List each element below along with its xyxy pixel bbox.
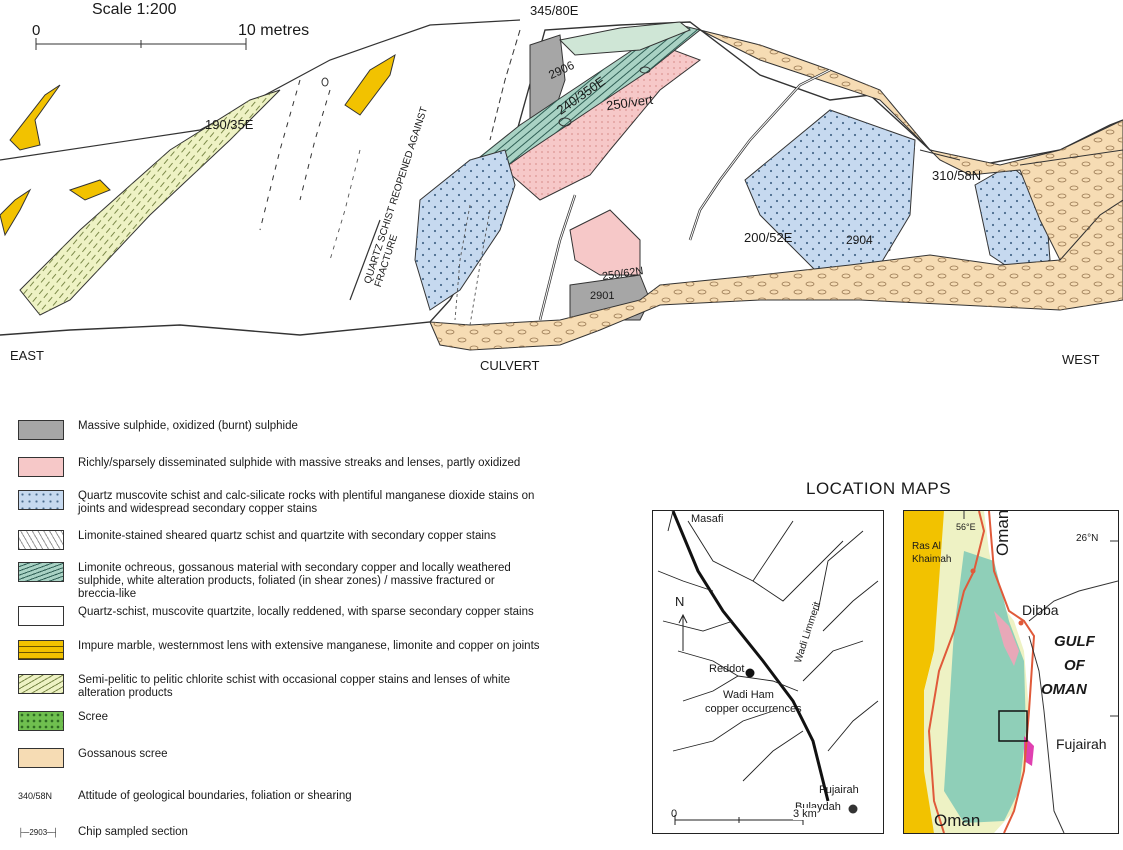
label-oman-top: Oman <box>993 510 1012 556</box>
attitude-190-35e: 190/35E <box>205 117 254 132</box>
scale-end: 10 metres <box>238 22 310 39</box>
place-khaimah: Khaimah <box>912 554 952 565</box>
gulf-label-1: GULF <box>1054 633 1095 650</box>
swatch-massive-sulphide <box>18 420 64 440</box>
legend-item-scree: Scree <box>18 711 108 735</box>
legend-item-attitude: 340/58N Attitude of geological boundarie… <box>18 790 352 802</box>
place-fujairah-regional: Fujairah <box>1056 736 1107 752</box>
legend-item-massive-sulphide: Massive sulphide, oxidized (burnt) sulph… <box>18 420 298 444</box>
drainage-network <box>657 510 879 825</box>
legend-item-gossanous-scree: Gossanous scree <box>18 748 168 772</box>
attitude-345-80e: 345/80E <box>530 3 579 18</box>
label-oman-bottom: Oman <box>934 811 981 830</box>
scale-start: 0 <box>32 22 41 39</box>
swatch-limonite-ochreous <box>18 562 64 582</box>
place-fujairah: Fujairah <box>819 784 859 796</box>
legend-item-impure-marble: Impure marble, westernmost lens with ext… <box>18 640 540 664</box>
place-dibba: Dibba <box>1022 602 1059 618</box>
legend-item-quartz-muscovite-schist: Quartz muscovite schist and calc-silicat… <box>18 490 548 515</box>
legend-item-quartz-schist: Quartz-schist, muscovite quartzite, loca… <box>18 606 534 630</box>
place-ras-al: Ras Al <box>912 541 941 552</box>
place-reddot: Reddot <box>709 663 745 675</box>
chip-sample-symbol: ├─2903─┤ <box>18 828 59 837</box>
sample-2901: 2901 <box>590 290 615 302</box>
wadi-ham-label: Wadi Ham <box>723 689 774 701</box>
place-masafi: Masafi <box>691 513 724 525</box>
geological-section <box>0 19 1123 351</box>
location-map-drainage: Masafi N Reddot Wadi Ham copper occurren… <box>652 510 884 834</box>
sample-2904: 2904 <box>846 233 873 247</box>
north-arrow-label: N <box>675 594 685 609</box>
location-map-regional: 56°E 26°N Ras Al Khaimah Oman Dibba GULF… <box>903 510 1119 834</box>
swatch-scree <box>18 711 64 731</box>
attitude-310-58n: 310/58N <box>932 168 982 183</box>
longitude-56e: 56°E <box>956 522 976 532</box>
gulf-label-3: OMAN <box>1041 681 1087 698</box>
swatch-quartz-muscovite-schist <box>18 490 64 510</box>
attitude-200-52e: 200/52E <box>744 230 793 245</box>
legend-item-limonite-stained-schist: Limonite-stained sheared quartz schist a… <box>18 530 496 554</box>
label-west: WEST <box>1062 352 1100 367</box>
map1-scale-start: 0 <box>671 808 678 820</box>
location-maps-title: LOCATION MAPS <box>806 479 952 498</box>
regional-geology <box>904 511 1118 833</box>
label-culvert: CULVERT <box>480 358 540 373</box>
latitude-26n: 26°N <box>1076 533 1099 544</box>
swatch-chlorite-schist <box>18 674 64 694</box>
legend-item-disseminated-sulphide: Richly/sparsely disseminated sulphide wi… <box>18 457 520 481</box>
swatch-impure-marble <box>18 640 64 660</box>
scale-label: Scale 1:200 <box>92 1 177 18</box>
swatch-gossanous-scree <box>18 748 64 768</box>
legend-item-chlorite-schist: Semi-pelitic to pelitic chlorite schist … <box>18 674 538 699</box>
swatch-limonite-stained-schist <box>18 530 64 550</box>
swatch-quartz-schist <box>18 606 64 626</box>
legend-item-limonite-ochreous: Limonite ochreous, gossanous material wi… <box>18 562 538 600</box>
label-east: EAST <box>10 348 44 363</box>
attitude-symbol: 340/58N <box>18 791 53 801</box>
legend-item-chip-sample: ├─2903─┤ Chip sampled section <box>18 826 188 838</box>
swatch-disseminated-sulphide <box>18 457 64 477</box>
wadi-ham-copper-label: copper occurrences <box>705 703 802 715</box>
gulf-label-2: OF <box>1064 657 1085 674</box>
map1-scale-end: 3 km <box>793 808 817 820</box>
